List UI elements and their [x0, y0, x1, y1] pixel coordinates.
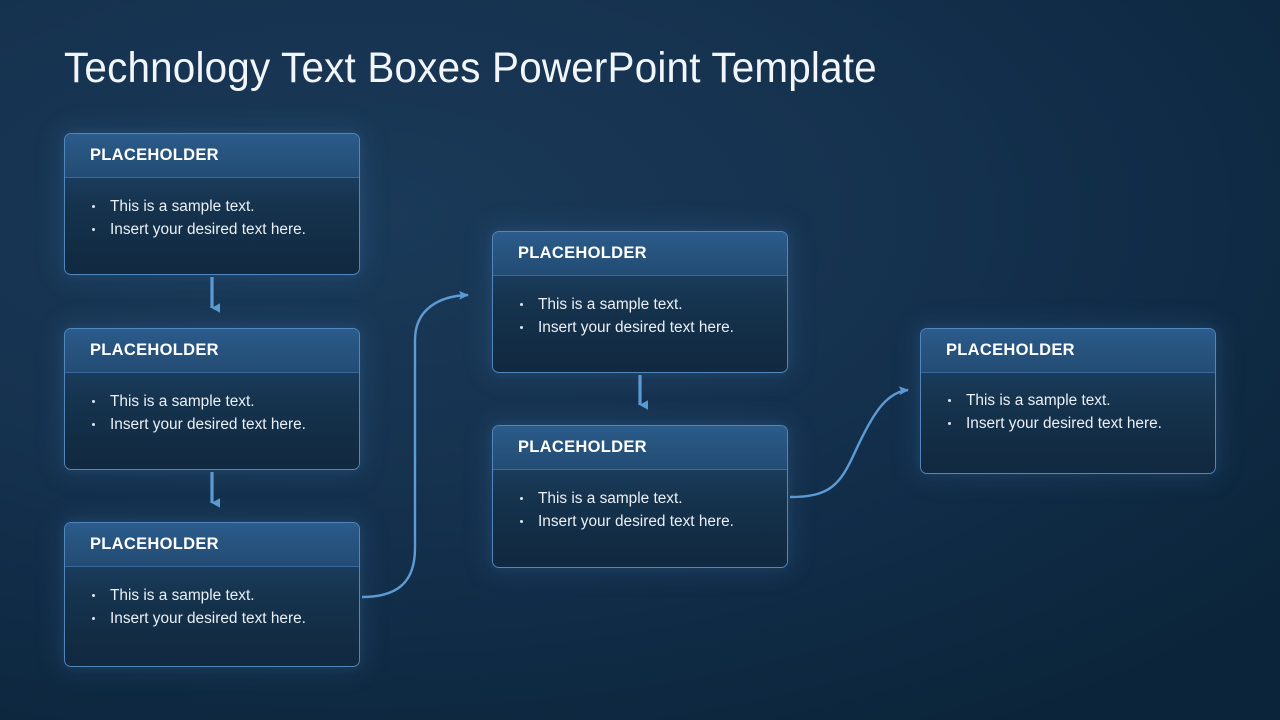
box-6-header: PLACEHOLDER: [921, 329, 1215, 373]
box-4-body: This is a sample text. Insert your desir…: [493, 276, 787, 371]
box-4-bullet-list: This is a sample text. Insert your desir…: [515, 293, 773, 339]
box-2-body: This is a sample text. Insert your desir…: [65, 373, 359, 468]
list-item: Insert your desired text here.: [515, 510, 773, 533]
box-4-header: PLACEHOLDER: [493, 232, 787, 276]
text-box-4[interactable]: PLACEHOLDER This is a sample text. Inser…: [492, 231, 788, 373]
list-item: This is a sample text.: [515, 487, 773, 510]
text-box-6[interactable]: PLACEHOLDER This is a sample text. Inser…: [920, 328, 1216, 474]
box-3-bullet-list: This is a sample text. Insert your desir…: [87, 584, 345, 630]
box-6-bullet-list: This is a sample text. Insert your desir…: [943, 389, 1201, 435]
box-5-body: This is a sample text. Insert your desir…: [493, 470, 787, 566]
box-1-bullet-list: This is a sample text. Insert your desir…: [87, 195, 345, 241]
list-item: Insert your desired text here.: [943, 412, 1201, 435]
arrow-box5-to-box6: [789, 386, 909, 499]
list-item: This is a sample text.: [87, 390, 345, 413]
arrow-box3-to-box4: [361, 290, 469, 599]
list-item: This is a sample text.: [943, 389, 1201, 412]
page-title: Technology Text Boxes PowerPoint Templat…: [64, 44, 877, 92]
box-1-header: PLACEHOLDER: [65, 134, 359, 178]
text-box-5[interactable]: PLACEHOLDER This is a sample text. Inser…: [492, 425, 788, 568]
box-2-bullet-list: This is a sample text. Insert your desir…: [87, 390, 345, 436]
text-box-1[interactable]: PLACEHOLDER This is a sample text. Inser…: [64, 133, 360, 275]
list-item: This is a sample text.: [87, 195, 345, 218]
box-2-header: PLACEHOLDER: [65, 329, 359, 373]
box-3-body: This is a sample text. Insert your desir…: [65, 567, 359, 665]
box-3-header: PLACEHOLDER: [65, 523, 359, 567]
list-item: Insert your desired text here.: [87, 218, 345, 241]
list-item: Insert your desired text here.: [515, 316, 773, 339]
list-item: Insert your desired text here.: [87, 607, 345, 630]
box-5-header: PLACEHOLDER: [493, 426, 787, 470]
box-5-bullet-list: This is a sample text. Insert your desir…: [515, 487, 773, 533]
text-box-2[interactable]: PLACEHOLDER This is a sample text. Inser…: [64, 328, 360, 470]
list-item: This is a sample text.: [87, 584, 345, 607]
text-box-3[interactable]: PLACEHOLDER This is a sample text. Inser…: [64, 522, 360, 667]
box-1-body: This is a sample text. Insert your desir…: [65, 178, 359, 273]
box-6-body: This is a sample text. Insert your desir…: [921, 373, 1215, 472]
list-item: This is a sample text.: [515, 293, 773, 316]
list-item: Insert your desired text here.: [87, 413, 345, 436]
